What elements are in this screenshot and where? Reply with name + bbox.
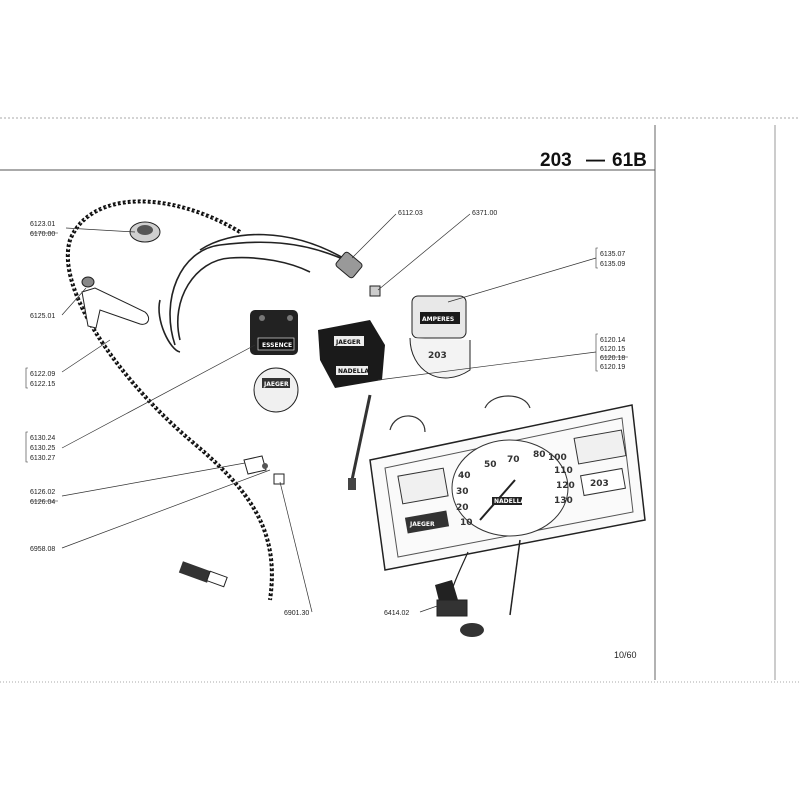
part-6135-09: 6135.09: [600, 261, 625, 268]
part-6135-07: 6135.07: [600, 251, 625, 258]
speed-80: 80: [533, 450, 546, 460]
speed-10: 10: [460, 518, 473, 528]
part-6130-24: 6130.24: [30, 435, 55, 442]
part-6901-30: 6901.30: [284, 610, 309, 617]
speed-110: 110: [554, 466, 573, 476]
cluster-badge: JAEGER: [409, 521, 435, 528]
essence-label: ESSENCE: [262, 342, 292, 349]
part-6120-18: 6120.18: [600, 355, 625, 362]
part-6126-02: 6126.02: [30, 489, 55, 496]
title-dash: —: [586, 150, 605, 171]
panel-lamp-holder: [435, 580, 484, 637]
part-6122-09: 6122.09: [30, 371, 55, 378]
part-6130-25: 6130.25: [30, 445, 55, 452]
part-6130-27: 6130.27: [30, 455, 55, 462]
part-6371-00: 6371.00: [472, 210, 497, 217]
part-6170-00: 6170.00: [30, 231, 55, 238]
part-6120-19: 6120.19: [600, 364, 625, 371]
switch-plate: NADELLA: [338, 368, 369, 375]
part-6414-02: 6414.02: [384, 610, 409, 617]
part-6112-03: 6112.03: [398, 210, 423, 217]
label-brackets: [25, 247, 598, 463]
speedo-badge: NADELLA: [494, 498, 525, 505]
mounting-bracket: [81, 276, 150, 329]
leader-lines: [61, 213, 597, 613]
part-6120-14: 6120.14: [600, 337, 625, 344]
ammeter: AMPERES 203: [409, 295, 471, 379]
part-labels: 6123.01 6170.00 6125.01 6122.09 6122.15 …: [30, 210, 628, 617]
speed-70: 70: [507, 455, 520, 465]
instrument-cluster: JAEGER NADELLA 10 20 30 40 50 70 80 100 …: [369, 395, 646, 616]
amperes-label: AMPERES: [422, 316, 454, 323]
part-6120-15: 6120.15: [600, 346, 625, 353]
speed-120: 120: [556, 481, 575, 491]
wiring-harness: [158, 233, 351, 353]
model-number: 203: [540, 150, 572, 171]
cluster-model-number: 203: [590, 479, 609, 489]
gauge-model-number: 203: [428, 351, 447, 361]
part-6126-04: 6126.04: [30, 499, 55, 506]
page-number: 10/60: [614, 650, 637, 660]
part-6122-15: 6122.15: [30, 381, 55, 388]
fuel-gauge-unit: ESSENCE JAEGER: [250, 310, 299, 413]
part-6125-01: 6125.01: [30, 313, 55, 320]
speed-100: 100: [548, 453, 567, 463]
speed-20: 20: [456, 503, 469, 513]
speed-40: 40: [458, 471, 471, 481]
speed-130: 130: [554, 496, 573, 506]
small-fixing-parts: [243, 455, 285, 485]
part-6958-08: 6958.08: [30, 546, 55, 553]
fuel-gauge-badge: JAEGER: [263, 381, 289, 388]
plate-number: 61B: [612, 150, 647, 171]
speedometer-cable: [65, 199, 274, 601]
switch-badge: JAEGER: [335, 339, 361, 346]
page-frame: [0, 117, 800, 683]
part-6123-01: 6123.01: [30, 221, 55, 228]
speed-30: 30: [456, 487, 469, 497]
switch-block: JAEGER NADELLA: [318, 320, 385, 490]
speed-50: 50: [484, 460, 497, 470]
cable-sleeve: [335, 251, 381, 297]
